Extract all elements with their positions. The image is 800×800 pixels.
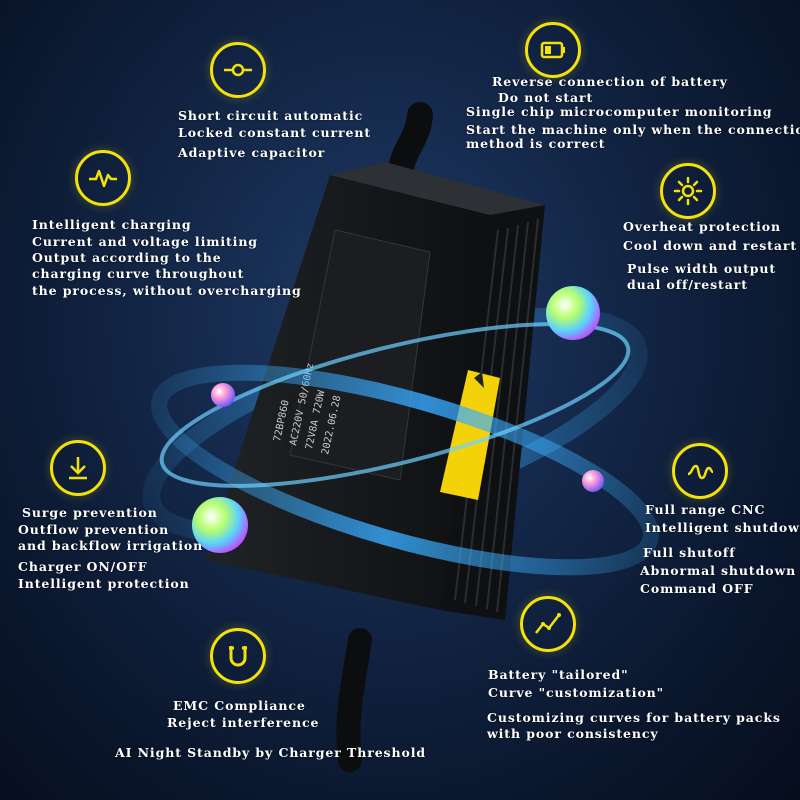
reverse-connection-line-3: Single chip microcomputer monitoring: [466, 104, 773, 119]
line-chart-icon: [520, 596, 576, 652]
glossy-sphere-left: [192, 497, 248, 553]
output-cable: [336, 628, 372, 772]
cnc-line-4: Abnormal shutdown: [640, 563, 797, 578]
overheat-line-4: dual off/restart: [627, 277, 748, 292]
emc-line-2: Reject interference: [167, 715, 320, 730]
short-circuit-icon: [210, 42, 266, 98]
glossy-sphere-small: [211, 383, 235, 407]
battery-curve-line-1: Battery "tailored": [488, 667, 629, 682]
magnet-icon: [210, 628, 266, 684]
overheat-line-2: Cool down and restart: [623, 238, 797, 253]
glossy-sphere-tiny: [582, 470, 604, 492]
battery-curve-line-2: Curve "customization": [488, 685, 665, 700]
surge-line-4: Charger ON/OFF: [18, 559, 148, 574]
pulse-wave-icon: [75, 150, 131, 206]
wave-signal-icon: [672, 443, 728, 499]
intelligent-charging-line-1: Intelligent charging: [32, 217, 192, 232]
battery-icon: [525, 22, 581, 78]
reverse-connection-line-4: Start the machine only when the connecti…: [466, 122, 800, 137]
energy-swirl-front: [151, 364, 659, 576]
cnc-line-1: Full range CNC: [645, 502, 766, 517]
cnc-line-3: Full shutoff: [643, 545, 736, 560]
battery-curve-line-3: Customizing curves for battery packs: [487, 710, 781, 725]
download-arrow-icon: [50, 440, 106, 496]
glossy-sphere-large: [546, 286, 600, 340]
battery-curve-line-4: with poor consistency: [487, 726, 659, 741]
charger-case-top: [330, 162, 545, 215]
emc-line-1: EMC Compliance: [173, 698, 306, 713]
energy-swirl-highlight: [159, 322, 631, 488]
short-circuit-line-2: Locked constant current: [178, 125, 371, 140]
surge-line-1: Surge prevention: [22, 505, 158, 520]
surge-line-3: and backflow irrigation: [18, 538, 204, 553]
sun-icon: [660, 163, 716, 219]
emc-line-3: AI Night Standby by Charger Threshold: [115, 745, 426, 760]
reverse-connection-line-1: Reverse connection of battery: [492, 74, 728, 89]
short-circuit-line-3: Adaptive capacitor: [178, 145, 326, 160]
input-cable: [387, 102, 433, 188]
warning-triangle: [474, 372, 484, 388]
intelligent-charging-line-5: the process, without overcharging: [32, 283, 302, 298]
overheat-line-1: Overheat protection: [623, 219, 782, 234]
surge-line-2: Outflow prevention: [18, 522, 170, 537]
short-circuit-line-1: Short circuit automatic: [178, 108, 364, 123]
cnc-line-2: Intelligent shutdown: [645, 520, 800, 535]
intelligent-charging-line-4: charging curve throughout: [32, 266, 245, 281]
warning-sticker: [440, 370, 500, 500]
reverse-connection-line-2: Do not start: [498, 90, 594, 105]
intelligent-charging-line-2: Current and voltage limiting: [32, 234, 258, 249]
surge-line-5: Intelligent protection: [18, 576, 190, 591]
intelligent-charging-line-3: Output according to the: [32, 250, 222, 265]
cnc-line-5: Command OFF: [640, 581, 754, 596]
reverse-connection-line-5: method is correct: [466, 136, 606, 151]
overheat-line-3: Pulse width output: [627, 261, 777, 276]
